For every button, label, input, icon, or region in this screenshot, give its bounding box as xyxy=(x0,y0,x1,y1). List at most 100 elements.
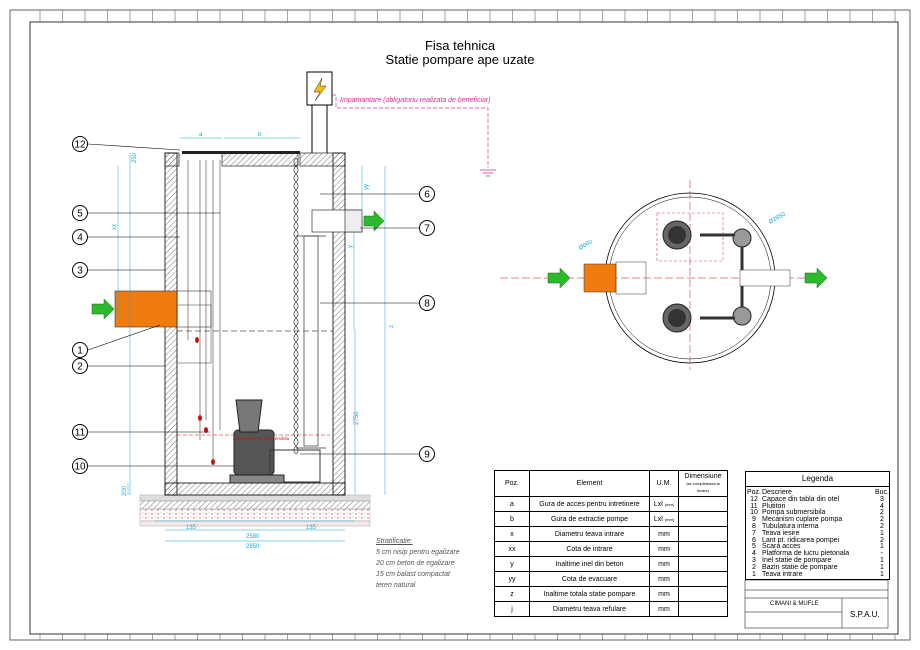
spec-poz: x xyxy=(494,526,530,542)
spec-poz: z xyxy=(494,586,530,602)
legend-poz: 12 xyxy=(750,495,758,503)
legend-title: Legenda xyxy=(746,472,889,487)
legend-desc: Tubulatura interna xyxy=(762,522,819,530)
legend-row: 6 Lant pt. ridicarea pompei 2 xyxy=(746,537,889,545)
legend-h-desc: Descriere xyxy=(762,489,792,496)
dim-2850: 2850 xyxy=(246,544,260,550)
callout-number: 12 xyxy=(74,140,86,151)
dim-200: 200 xyxy=(122,485,128,496)
chain-link xyxy=(293,350,299,358)
chain-link xyxy=(293,214,299,222)
spec-dim-value xyxy=(678,571,728,587)
spec-dim-value xyxy=(678,601,728,617)
page-title: Fisa tehnica xyxy=(424,38,496,53)
strat-line: 5 cm nisip pentru egalizare xyxy=(376,549,460,556)
spec-um: mm xyxy=(649,586,679,602)
spec-element: Diametru teava intrare xyxy=(529,526,650,542)
chain-link xyxy=(293,422,299,430)
callout-bubble xyxy=(72,229,88,245)
dim-b: b xyxy=(258,132,262,138)
legend-poz: 1 xyxy=(752,570,756,578)
dim-yy: yy xyxy=(364,184,370,190)
control-panel xyxy=(306,71,496,177)
dim-y: y xyxy=(348,245,354,248)
spec-dim-value xyxy=(678,511,728,527)
chain-link xyxy=(293,374,299,382)
access-ladder xyxy=(187,160,221,460)
dimension-lines xyxy=(117,137,386,542)
spec-poz: yy xyxy=(494,571,530,587)
spec-poz: j xyxy=(494,601,530,617)
spec-row: xx Cota de intrare mm xyxy=(494,541,728,557)
dim-250: 250 xyxy=(132,152,138,163)
legend-desc: Capace din tabla din otel xyxy=(762,495,840,503)
spec-poz: y xyxy=(494,556,530,572)
chain-link xyxy=(293,358,299,366)
dimension-labels: a b 250 xx yy y z 2750 200 135 135 2580 … xyxy=(112,132,395,550)
col-poz: Poz. xyxy=(494,470,530,497)
chain-link xyxy=(293,398,299,406)
spec-element: Cota de intrare xyxy=(529,541,650,557)
legend-buc: 2 xyxy=(880,509,884,517)
spec-element: Inaltime totala statie pompare xyxy=(529,586,650,602)
callout-number: 10 xyxy=(74,462,86,473)
legend-row: 12 Capace din tabla din otel 3 xyxy=(746,495,889,504)
dim-660: Ø660 xyxy=(578,239,594,252)
callout-number: 7 xyxy=(424,224,430,235)
chain-link xyxy=(293,254,299,262)
legend-row: 11 Plutitori 4 xyxy=(746,502,889,511)
drawing-code: S.P.A.U. xyxy=(850,610,880,619)
callout-bubble xyxy=(419,446,435,462)
legend-row: 5 Scara acces 1 xyxy=(746,543,889,551)
chain-link xyxy=(293,414,299,422)
chain-link xyxy=(293,302,299,310)
legend-desc: Plutitori xyxy=(762,502,786,510)
spec-table: Poz. Element U.M. Dimensiune(se complete… xyxy=(494,470,728,617)
legend-row: 1 Teava intrare 1 xyxy=(746,570,889,579)
legend-row: 2 Bazin statie de pompare 1 xyxy=(746,563,889,572)
title-block xyxy=(744,579,889,629)
spec-dim-value xyxy=(678,586,728,602)
chain-link xyxy=(293,158,299,166)
legend-buc: 2 xyxy=(880,522,884,530)
spec-row: x Diametru teava intrare mm xyxy=(494,526,728,542)
callout-bubble xyxy=(419,186,435,202)
legend-poz: 7 xyxy=(752,529,756,537)
chain-link xyxy=(293,382,299,390)
callout-bubble xyxy=(72,205,88,221)
dim-xx: xx xyxy=(112,224,118,230)
dim-2580: 2580 xyxy=(246,534,260,540)
chain-link xyxy=(293,286,299,294)
legend-buc: 2 xyxy=(880,516,884,524)
dim-135-right: 135 xyxy=(306,525,317,531)
spec-um: Lxl (mm) xyxy=(649,511,679,527)
spec-dim-value xyxy=(678,556,728,572)
chain-link xyxy=(293,310,299,318)
legend-desc: Pompa submersibila xyxy=(762,509,826,517)
legend-desc: Scara acces xyxy=(762,543,801,551)
spec-element: Diametru teava refulare xyxy=(529,601,650,617)
dim-135-left: 135 xyxy=(186,525,197,531)
chain-link xyxy=(293,294,299,302)
spec-row: a Gura de acces pentru intretinere Lxl (… xyxy=(494,496,728,512)
legend-buc: 3 xyxy=(880,495,884,503)
callout-number: 4 xyxy=(77,233,83,244)
legend-buc: - xyxy=(880,550,884,558)
stratification: Stratificatie: 5 cm nisip pentru egaliza… xyxy=(376,536,460,591)
callout-bubble xyxy=(72,358,88,374)
chain-link xyxy=(293,238,299,246)
chain-link xyxy=(293,390,299,398)
strat-line: 15 cm balast compactat xyxy=(376,571,450,578)
chain-link xyxy=(293,230,299,238)
plan-view: Ø660 Ø2850 xyxy=(500,180,830,370)
callout-bubble xyxy=(72,136,88,152)
legend-desc: Bazin statie de pompare xyxy=(762,563,838,571)
spec-poz: xx xyxy=(494,541,530,557)
spec-element: Cota de evacuare xyxy=(529,571,650,587)
spec-dim-value xyxy=(678,526,728,542)
chain-link xyxy=(293,174,299,182)
legend-desc: Mecanism cuplare pompa xyxy=(762,516,843,524)
legend-header: Poz. Descriere Buc. xyxy=(746,489,889,497)
chain-link xyxy=(293,190,299,198)
